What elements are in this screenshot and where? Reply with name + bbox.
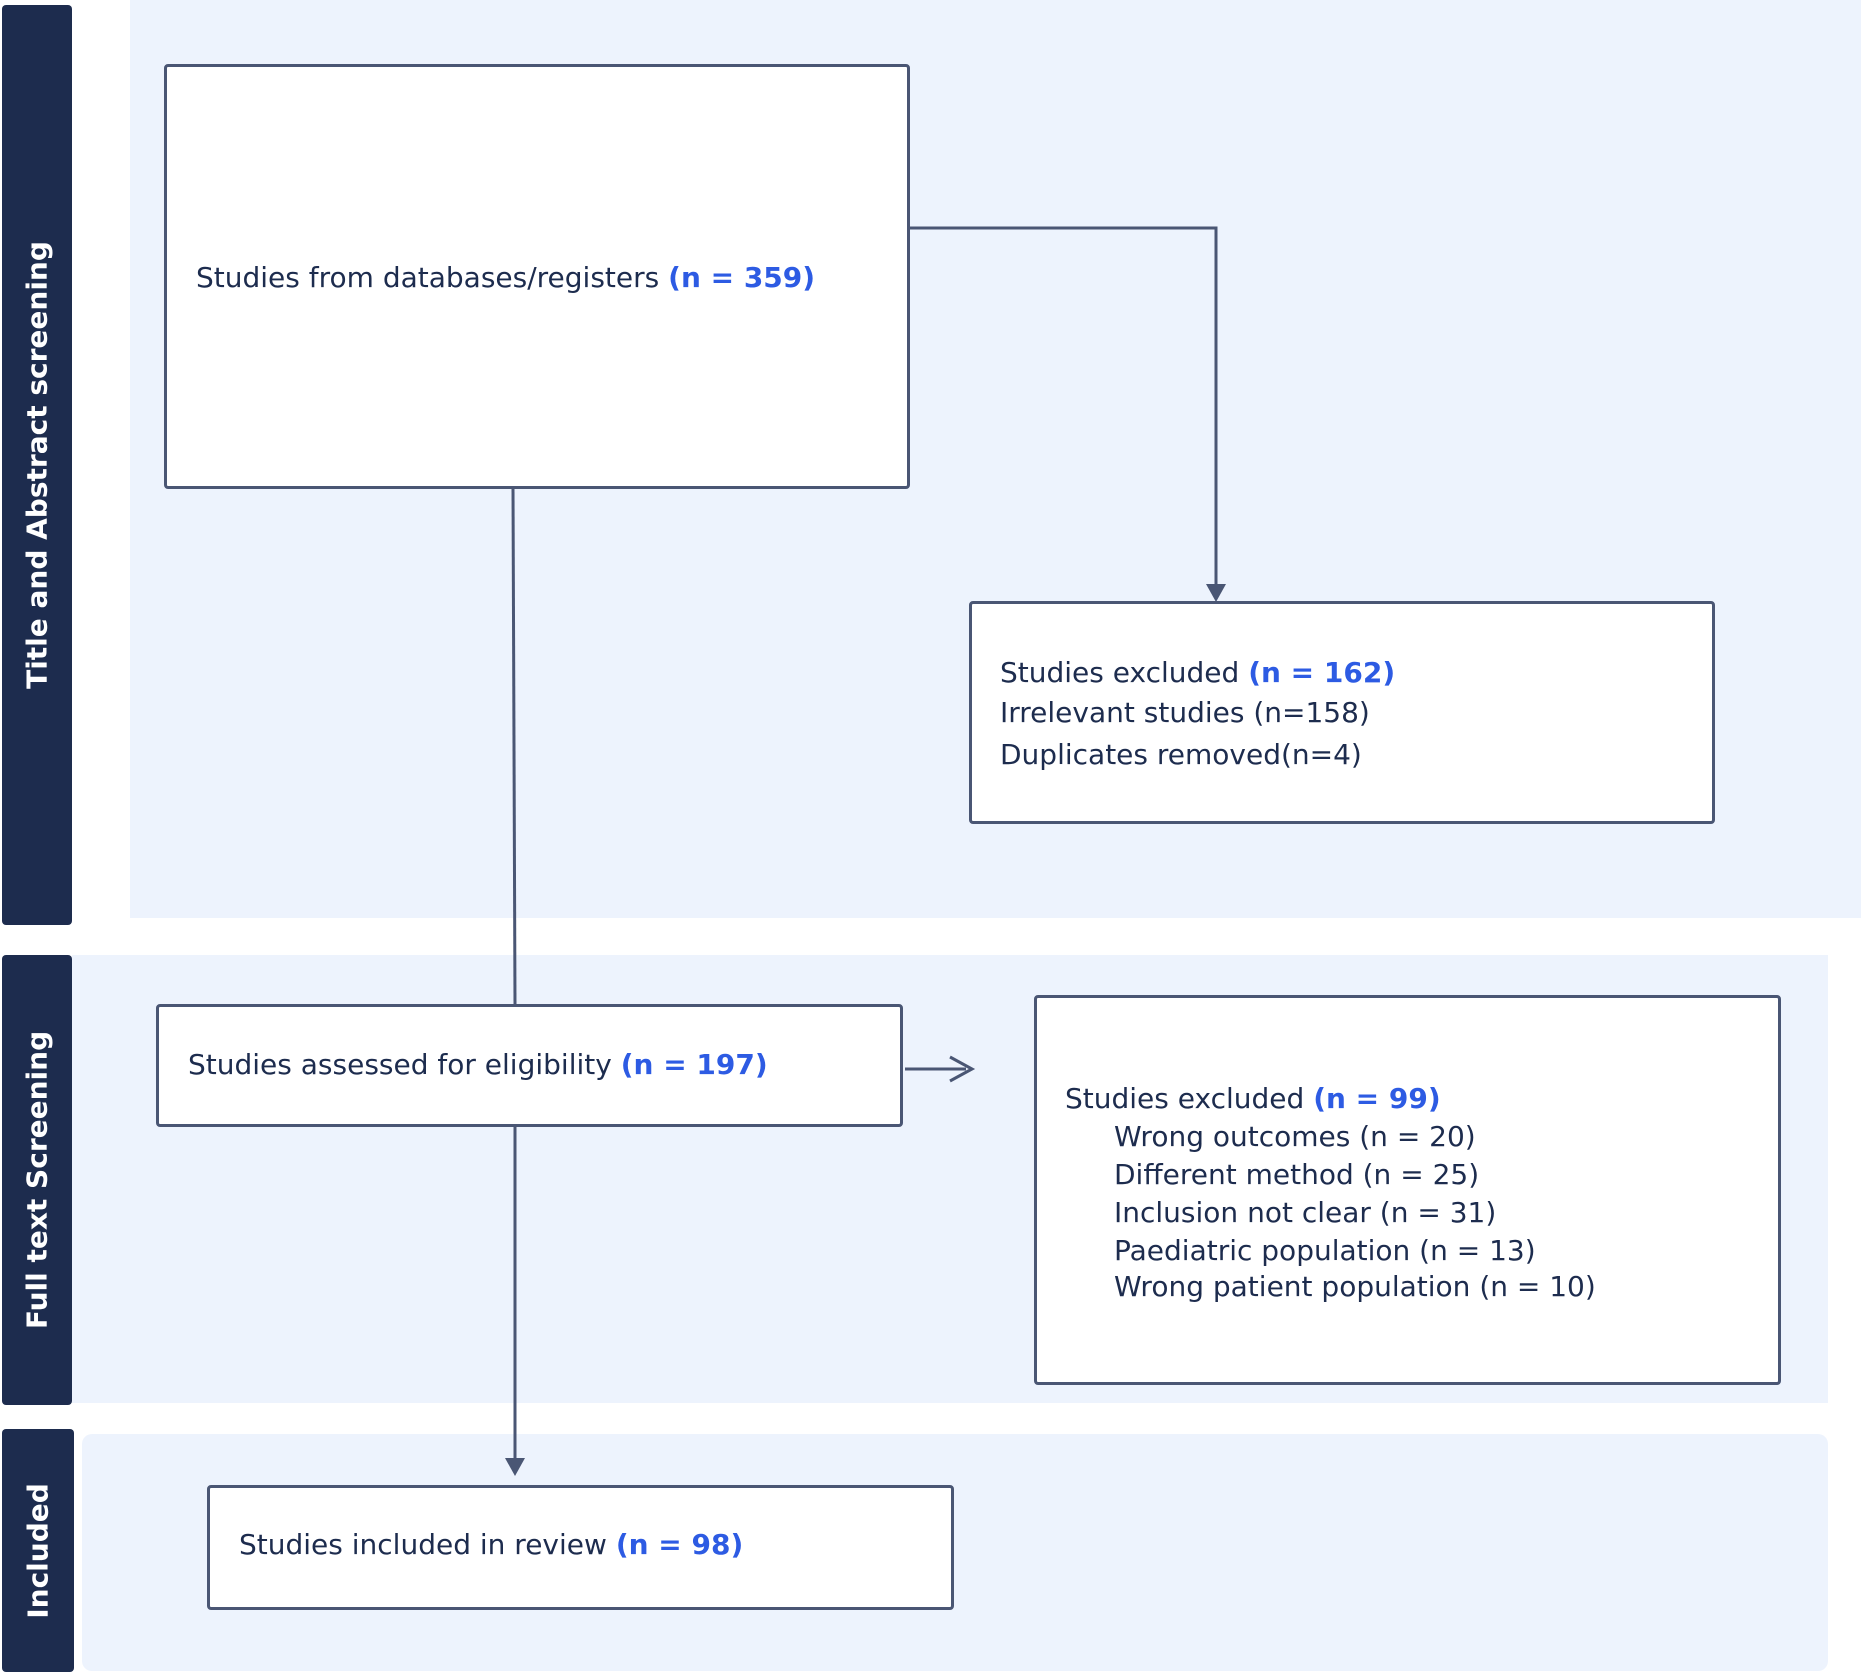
records-count: (n = 359) <box>668 261 816 294</box>
excluded-second-reason: Wrong outcomes (n = 20) <box>1114 1120 1476 1153</box>
excluded-second-reason: Wrong patient population (n = 10) <box>1114 1270 1596 1303</box>
arrowhead-excluded-first <box>1206 584 1226 602</box>
excluded-second-reason: Different method (n = 25) <box>1114 1158 1480 1191</box>
excluded-second-text: Studies excluded <box>1065 1082 1305 1115</box>
excluded-second-reason: Inclusion not clear (n = 31) <box>1114 1196 1497 1229</box>
assessed-count: (n = 197) <box>620 1048 768 1081</box>
excluded-first-reason: Irrelevant studies (n=158) <box>1000 696 1370 729</box>
excluded-second-count: (n = 99) <box>1313 1082 1441 1115</box>
excluded-first-text: Studies excluded <box>1000 656 1240 689</box>
records-box: Studies from databases/registers (n = 35… <box>164 64 910 489</box>
excluded-first-reason: Duplicates removed(n=4) <box>1000 738 1362 771</box>
included-line: Studies included in review (n = 98) <box>239 1528 743 1561</box>
stage-bar-screening: Full text Screening <box>2 955 72 1405</box>
included-count: (n = 98) <box>615 1528 744 1561</box>
included-box: Studies included in review (n = 98) <box>207 1485 954 1610</box>
records-line: Studies from databases/registers (n = 35… <box>196 261 815 294</box>
connector-records-to-excluded <box>908 226 1218 586</box>
excluded-second-box: Studies excluded (n = 99) Wrong outcomes… <box>1034 995 1781 1385</box>
excluded-second-line: Studies excluded (n = 99) <box>1065 1082 1441 1115</box>
assessed-box: Studies assessed for eligibility (n = 19… <box>156 1004 903 1127</box>
assessed-line: Studies assessed for eligibility (n = 19… <box>188 1048 768 1081</box>
stage-bar-included: Included <box>2 1429 74 1672</box>
arrowhead-included <box>505 1458 525 1476</box>
included-text: Studies included in review <box>239 1528 607 1561</box>
stage-bar-identification: Title and Abstract screening <box>2 5 72 925</box>
excluded-first-count: (n = 162) <box>1248 656 1396 689</box>
excluded-first-line: Studies excluded (n = 162) <box>1000 656 1395 689</box>
assessed-text: Studies assessed for eligibility <box>188 1048 612 1081</box>
records-text: Studies from databases/registers <box>196 261 660 294</box>
excluded-first-box: Studies excluded (n = 162) Irrelevant st… <box>969 601 1715 824</box>
excluded-second-reason: Paediatric population (n = 13) <box>1114 1234 1536 1267</box>
connector-assessed-arrowhead <box>949 1055 976 1083</box>
connector-records-to-assessed <box>511 487 517 1005</box>
